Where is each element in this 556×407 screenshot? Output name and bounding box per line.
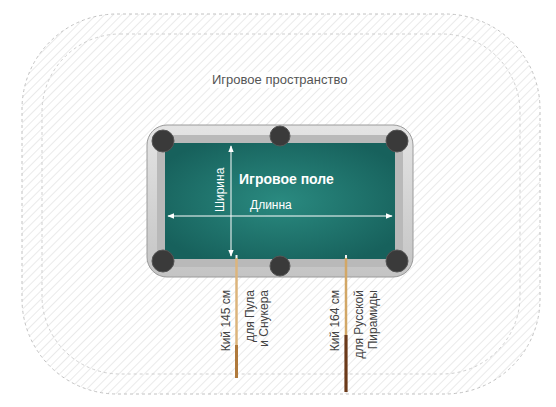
cue-length-label: Кий 164 см — [328, 290, 342, 390]
cue-shaft — [235, 258, 238, 345]
cue-tip — [236, 255, 238, 258]
cue-145 — [236, 255, 237, 378]
width-dimension — [231, 146, 232, 256]
cue-butt — [235, 345, 238, 378]
pocket — [386, 250, 408, 272]
cue-tip — [345, 255, 347, 258]
table-felt — [165, 143, 395, 259]
table-rail — [147, 125, 413, 277]
dimension-label: Ширина — [213, 152, 227, 212]
pocket — [270, 256, 290, 276]
pocket — [386, 130, 408, 152]
table-cushion — [157, 135, 403, 267]
pocket — [152, 130, 174, 152]
region-title: Игровое пространство — [210, 72, 349, 88]
pockets — [152, 126, 408, 276]
pocket — [270, 126, 290, 146]
dimension-label: Длинна — [250, 198, 292, 212]
pocket — [152, 250, 174, 272]
play-space-inner-line — [42, 34, 520, 374]
cue-length-label: Кий 145 см — [219, 290, 233, 390]
cue-purpose-label: для Пула и Снукера — [243, 290, 272, 351]
cue-purpose-label: для Русской Пирамиды — [352, 290, 381, 370]
cue-butt — [344, 335, 347, 392]
cue-164 — [346, 255, 347, 392]
field-title: Игровое поле — [237, 171, 336, 188]
play-space-outline — [22, 14, 540, 394]
cue-shaft — [345, 258, 348, 335]
length-dimension — [168, 216, 392, 217]
